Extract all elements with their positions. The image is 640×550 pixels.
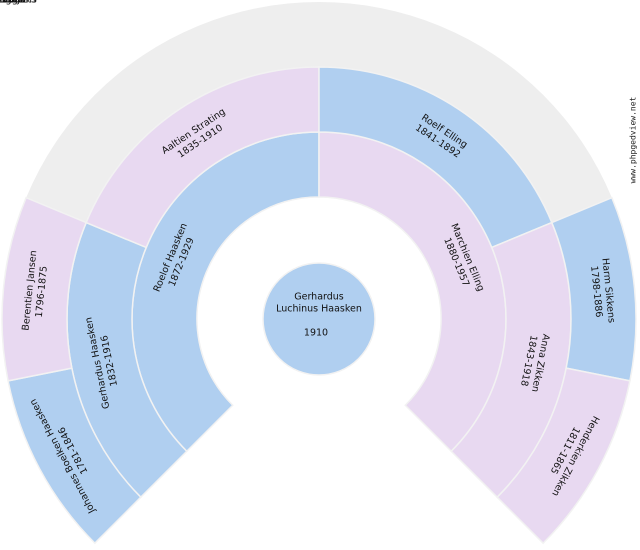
watermark-text: www.phpgedview.net: [628, 96, 638, 184]
ancestor-segment[interactable]: [1, 196, 88, 382]
root-person[interactable]: [262, 262, 376, 376]
ancestor-name: Geertruida Jans: [0, 0, 37, 6]
root-name: Luchinus Haasken: [276, 304, 362, 315]
ancestor-dates: 1784-1862: [0, 0, 26, 6]
root-name: Gerhardus: [294, 292, 344, 303]
ancestor-segment[interactable]: [496, 367, 631, 545]
ancestor-dates: 1757: [0, 0, 12, 6]
ancestor-name: Huizing: [0, 0, 18, 6]
watermark: www.phpgedview.net: [626, 90, 640, 190]
ancestor-dates: 1798-1886: [588, 265, 604, 318]
ancestor-dates: 1796-1875: [34, 265, 50, 318]
ancestor-name: Geesje Egberts: [0, 0, 36, 6]
ancestor-name: Jan Berends: [0, 0, 28, 6]
ancestor-name: Jan Zikken: [0, 0, 25, 6]
root-dates: 1910: [304, 328, 328, 339]
ancestor-dates: 1758-1800: [0, 0, 26, 6]
